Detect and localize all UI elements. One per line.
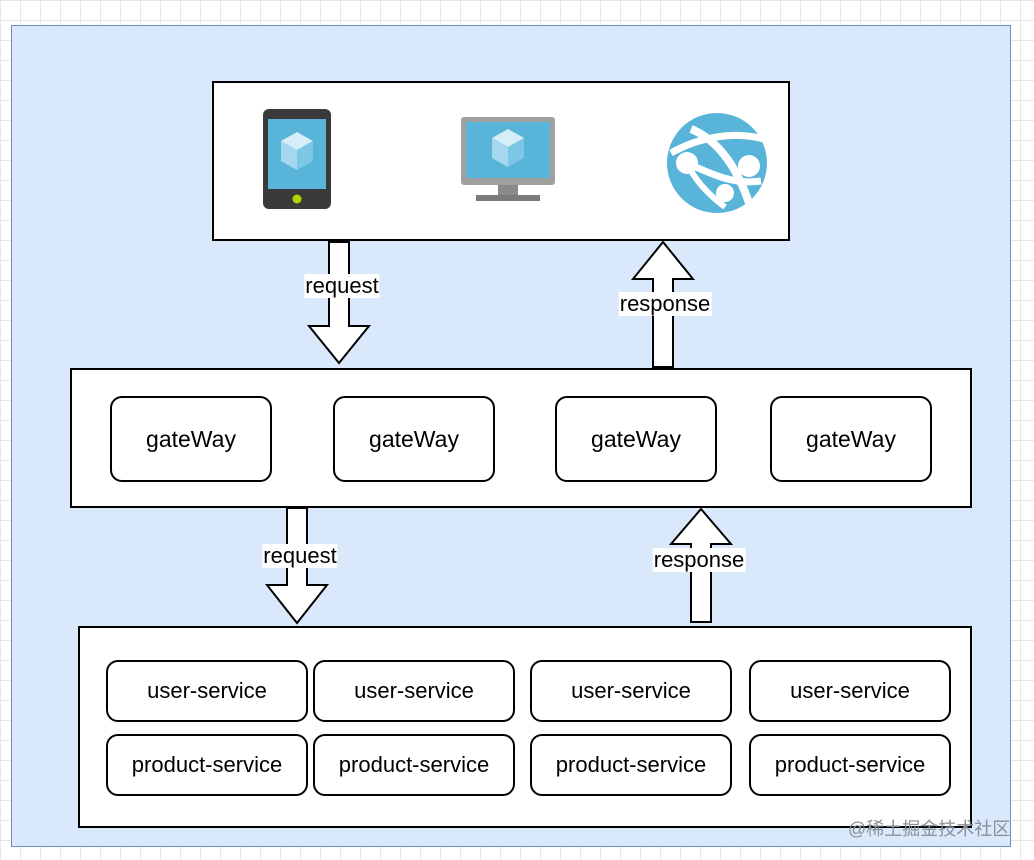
gateway-node[interactable]: gateWay [333,396,495,482]
user-service-node[interactable]: user-service [530,660,732,722]
product-service-node[interactable]: product-service [749,734,951,796]
user-service-node[interactable]: user-service [313,660,515,722]
product-service-node[interactable]: product-service [530,734,732,796]
response-label-top: response [618,291,712,316]
gateway-node[interactable]: gateWay [110,396,272,482]
request-label-top: request [304,273,380,298]
user-service-node[interactable]: user-service [749,660,951,722]
gateway-node[interactable]: gateWay [770,396,932,482]
mobile-app-icon [263,109,331,209]
product-service-node[interactable]: product-service [106,734,308,796]
web-app-icon [667,113,767,213]
services-panel [78,626,972,828]
request-label-bottom: request [262,543,338,568]
gateway-node[interactable]: gateWay [555,396,717,482]
request-arrow-down-top [306,241,372,365]
user-service-node[interactable]: user-service [106,660,308,722]
product-service-node[interactable]: product-service [313,734,515,796]
watermark: @稀土掘金技术社区 [848,819,1011,839]
desktop-app-icon [461,117,555,201]
response-label-bottom: response [652,547,746,572]
